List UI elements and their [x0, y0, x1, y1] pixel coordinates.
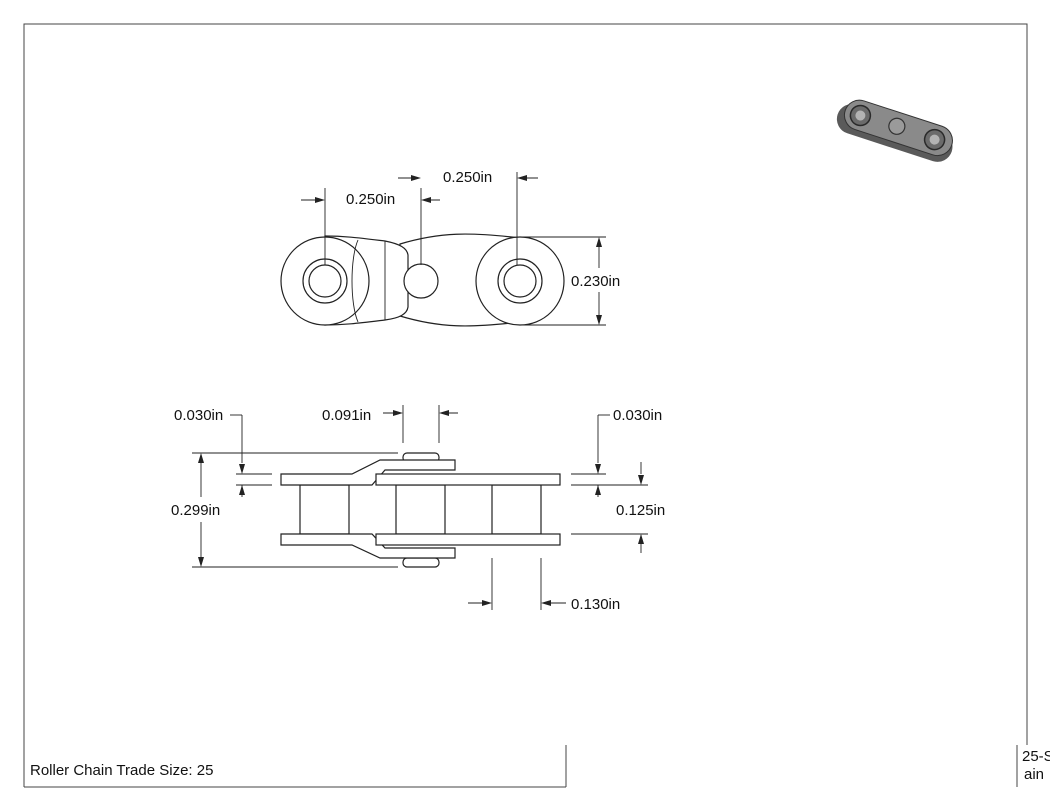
top-view-width-dimensions — [192, 405, 648, 610]
top-view-dimensions — [301, 172, 606, 326]
overall-width-dimension: 0.299in — [171, 502, 220, 519]
chain-link-side-view — [280, 233, 565, 327]
part-number-fragment: 25-S — [1022, 748, 1050, 765]
pitch-right-dimension: 0.250in — [443, 169, 492, 186]
roller-width-dimension: 0.091in — [322, 407, 371, 424]
isometric-chain-view — [836, 99, 953, 162]
plate-thickness-right-dimension: 0.030in — [613, 407, 662, 424]
inner-width-dimension: 0.125in — [616, 502, 665, 519]
part-name-fragment: ain — [1024, 766, 1044, 783]
chain-link-top-view — [280, 452, 561, 568]
drawing-description: Roller Chain Trade Size: 25 — [30, 762, 213, 779]
drawing-frame — [23, 23, 1028, 788]
roller-diameter-dimension: 0.130in — [571, 596, 620, 613]
plate-thickness-left-dimension: 0.030in — [174, 407, 223, 424]
height-dimension: 0.230in — [571, 273, 620, 290]
pitch-left-dimension: 0.250in — [346, 191, 395, 208]
